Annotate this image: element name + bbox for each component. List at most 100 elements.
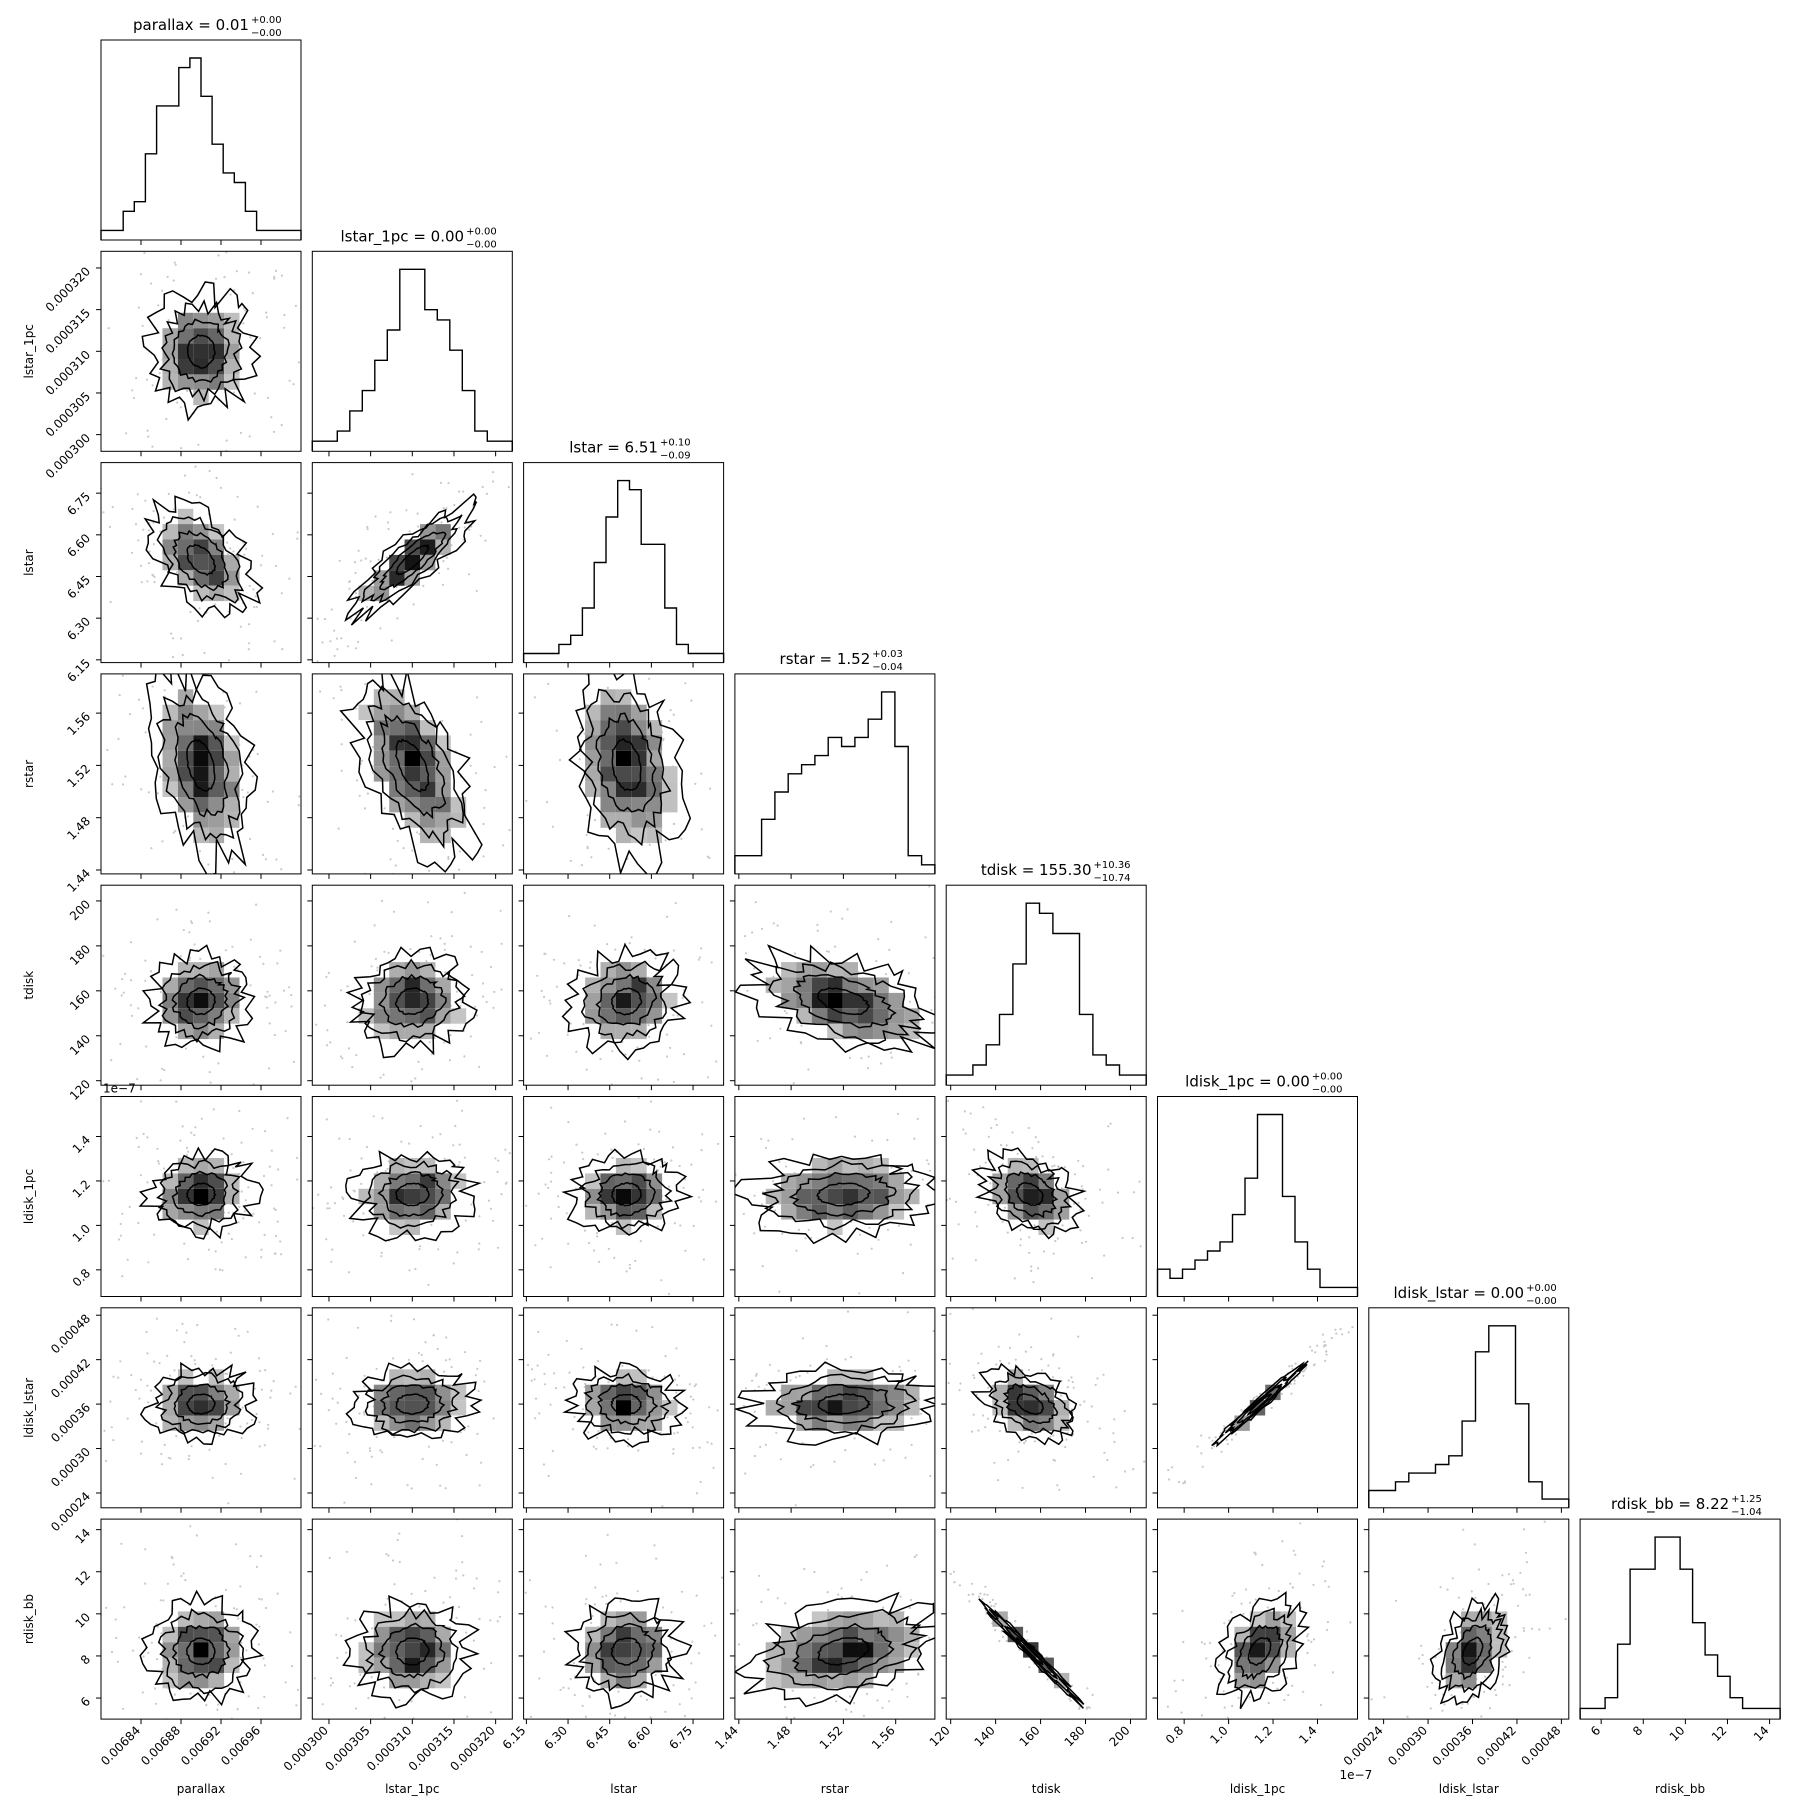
sample-point (215, 480, 217, 482)
sample-point (387, 951, 390, 954)
sample-point (613, 1256, 616, 1259)
sample-point (916, 1534, 918, 1536)
density-cell (858, 1611, 874, 1627)
density-cell (811, 1384, 828, 1401)
sample-point (202, 455, 204, 457)
sample-point (795, 1376, 798, 1379)
sample-point (390, 639, 393, 642)
sample-point (275, 1159, 277, 1161)
sample-point (671, 1714, 673, 1716)
x-axis-label-lstar_1pc: lstar_1pc (385, 1782, 439, 1796)
sample-point (956, 1070, 958, 1072)
density-cell (631, 1188, 647, 1205)
sample-point (418, 950, 421, 954)
error-minus-parallax: −0.00 (251, 28, 282, 39)
density-cell (585, 781, 601, 797)
sample-point (655, 1557, 658, 1560)
sample-point (927, 1162, 930, 1165)
sample-point (1470, 1590, 1473, 1593)
contour-level (1016, 1393, 1044, 1415)
sample-point (233, 391, 236, 394)
contour-level (1461, 1636, 1484, 1667)
panel-title-tdisk: tdisk = 155.30 (981, 861, 1092, 879)
contour-level (762, 1608, 929, 1691)
sample-point (764, 1382, 766, 1384)
sample-point (654, 1674, 657, 1677)
sample-point (1068, 1697, 1071, 1700)
sample-point (144, 959, 147, 962)
sample-point (1313, 1664, 1316, 1667)
sample-point (809, 1465, 813, 1468)
sample-point (952, 1139, 954, 1141)
sample-point (813, 1696, 816, 1699)
sample-point (342, 1197, 345, 1201)
sample-point (409, 948, 412, 951)
sample-point (188, 1454, 191, 1457)
sample-point (150, 847, 153, 850)
sample-point (1211, 1439, 1214, 1442)
sample-point (448, 1358, 451, 1361)
density-cell (224, 1173, 240, 1189)
sample-point (932, 956, 935, 960)
sample-point (355, 707, 358, 710)
sample-point (360, 1182, 363, 1185)
sample-point (461, 459, 463, 461)
sample-point (698, 1434, 700, 1436)
sample-point (626, 1445, 630, 1448)
sample-point (942, 1688, 944, 1690)
sample-point (258, 1445, 261, 1448)
sample-point (691, 1228, 693, 1230)
sample-point (450, 544, 453, 547)
sample-point (529, 1037, 533, 1040)
sample-point (251, 292, 254, 295)
contour-level (342, 1594, 480, 1709)
sample-point (1299, 1522, 1302, 1525)
x-axis-label-rstar: rstar (821, 1782, 849, 1796)
sample-point (1019, 1238, 1022, 1241)
sample-point (1008, 1346, 1012, 1349)
contour-level (580, 960, 673, 1044)
sample-point (141, 1691, 144, 1694)
sample-point (990, 1604, 993, 1607)
sample-point (441, 583, 444, 586)
sample-point (651, 1326, 654, 1329)
sample-point (1035, 1050, 1037, 1052)
sample-point (1041, 1155, 1044, 1158)
sample-point (146, 1136, 149, 1139)
sample-point (1181, 1679, 1184, 1682)
sample-point (111, 506, 114, 509)
sample-point (126, 1417, 129, 1420)
sample-point (158, 372, 161, 375)
sample-point (435, 1463, 438, 1466)
sample-point (207, 911, 210, 914)
sample-point (751, 865, 753, 867)
sample-point (672, 1080, 675, 1084)
sample-point (226, 699, 229, 703)
sample-point (393, 1583, 396, 1586)
sample-point (315, 1391, 317, 1393)
sample-point (638, 1059, 641, 1062)
sample-point (329, 1041, 332, 1044)
density-cell (781, 1657, 797, 1673)
sample-point (557, 1195, 560, 1198)
sample-point (389, 858, 392, 861)
x-tick-label-tdisk: 120 (927, 1723, 953, 1749)
density-cell (177, 1384, 194, 1401)
density-cell (208, 1626, 225, 1643)
sample-point (648, 929, 650, 931)
error-minus-lstar: −0.09 (660, 451, 691, 462)
sample-point (390, 1314, 393, 1317)
axes-frame (945, 884, 1147, 1086)
sample-point (366, 528, 369, 531)
sample-point (199, 906, 201, 908)
sample-point (794, 1504, 797, 1507)
sample-point (172, 831, 175, 834)
sample-point (357, 549, 360, 552)
sample-point (331, 1028, 333, 1030)
sample-point (547, 682, 550, 686)
sample-point (361, 955, 363, 957)
sample-point (217, 254, 220, 257)
sample-point (124, 972, 127, 976)
sample-point (670, 1611, 673, 1614)
